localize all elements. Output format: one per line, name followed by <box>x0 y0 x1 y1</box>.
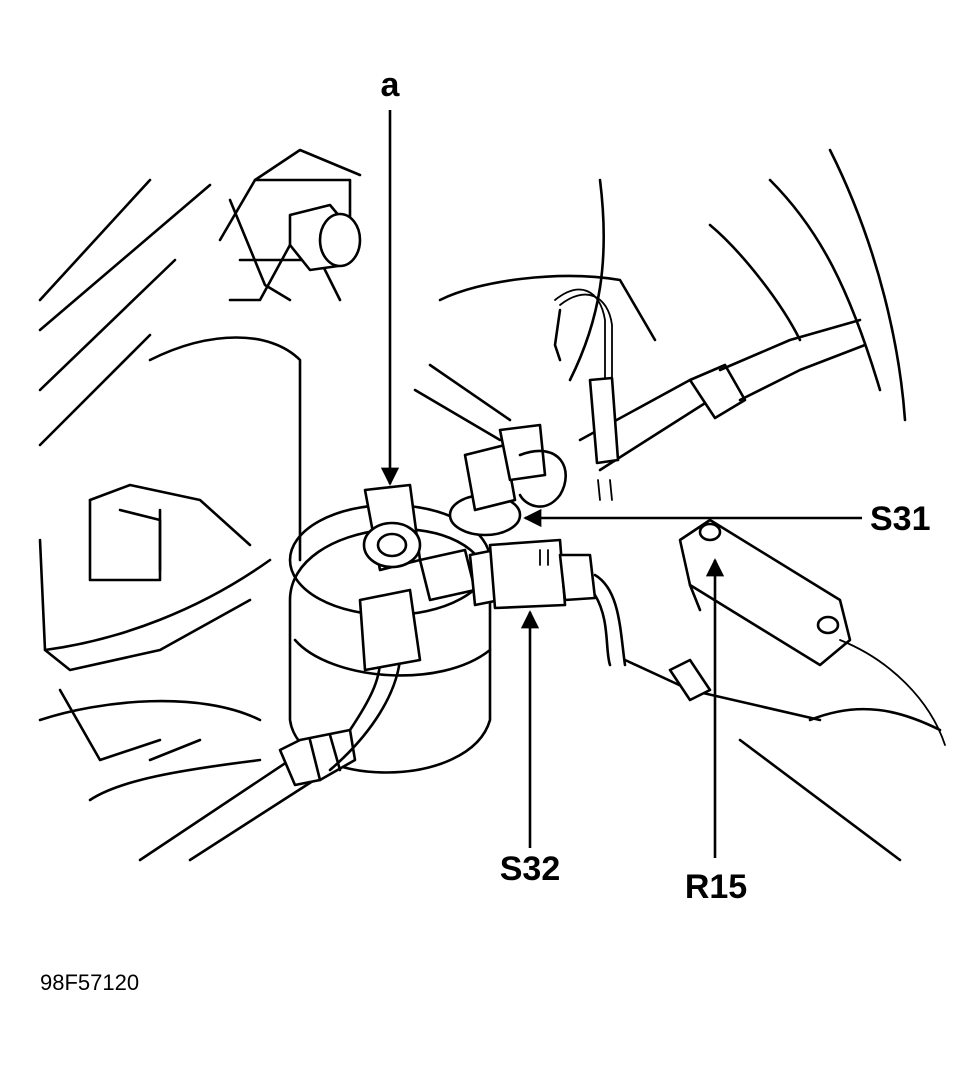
lower-right-structure <box>623 658 942 862</box>
left-housing <box>38 336 302 802</box>
callout-label-s31: S31 <box>870 500 931 538</box>
callout-label-a: a <box>381 66 401 104</box>
right-hose <box>568 148 907 472</box>
callout-label-r15: R15 <box>685 868 747 906</box>
upper-pipe <box>413 274 657 442</box>
left-housing-lines <box>38 148 362 447</box>
resistor-r15-body <box>678 518 946 746</box>
figure-reference-code: 98F57120 <box>40 970 139 995</box>
top-cap-fitting <box>228 203 362 302</box>
callout-label-s32: S32 <box>500 850 561 888</box>
sensor-s31 <box>448 423 567 537</box>
switch-s32-body <box>488 538 627 667</box>
hose-lower <box>138 658 402 862</box>
leader-lines <box>380 110 862 858</box>
wire-connector <box>553 288 620 501</box>
